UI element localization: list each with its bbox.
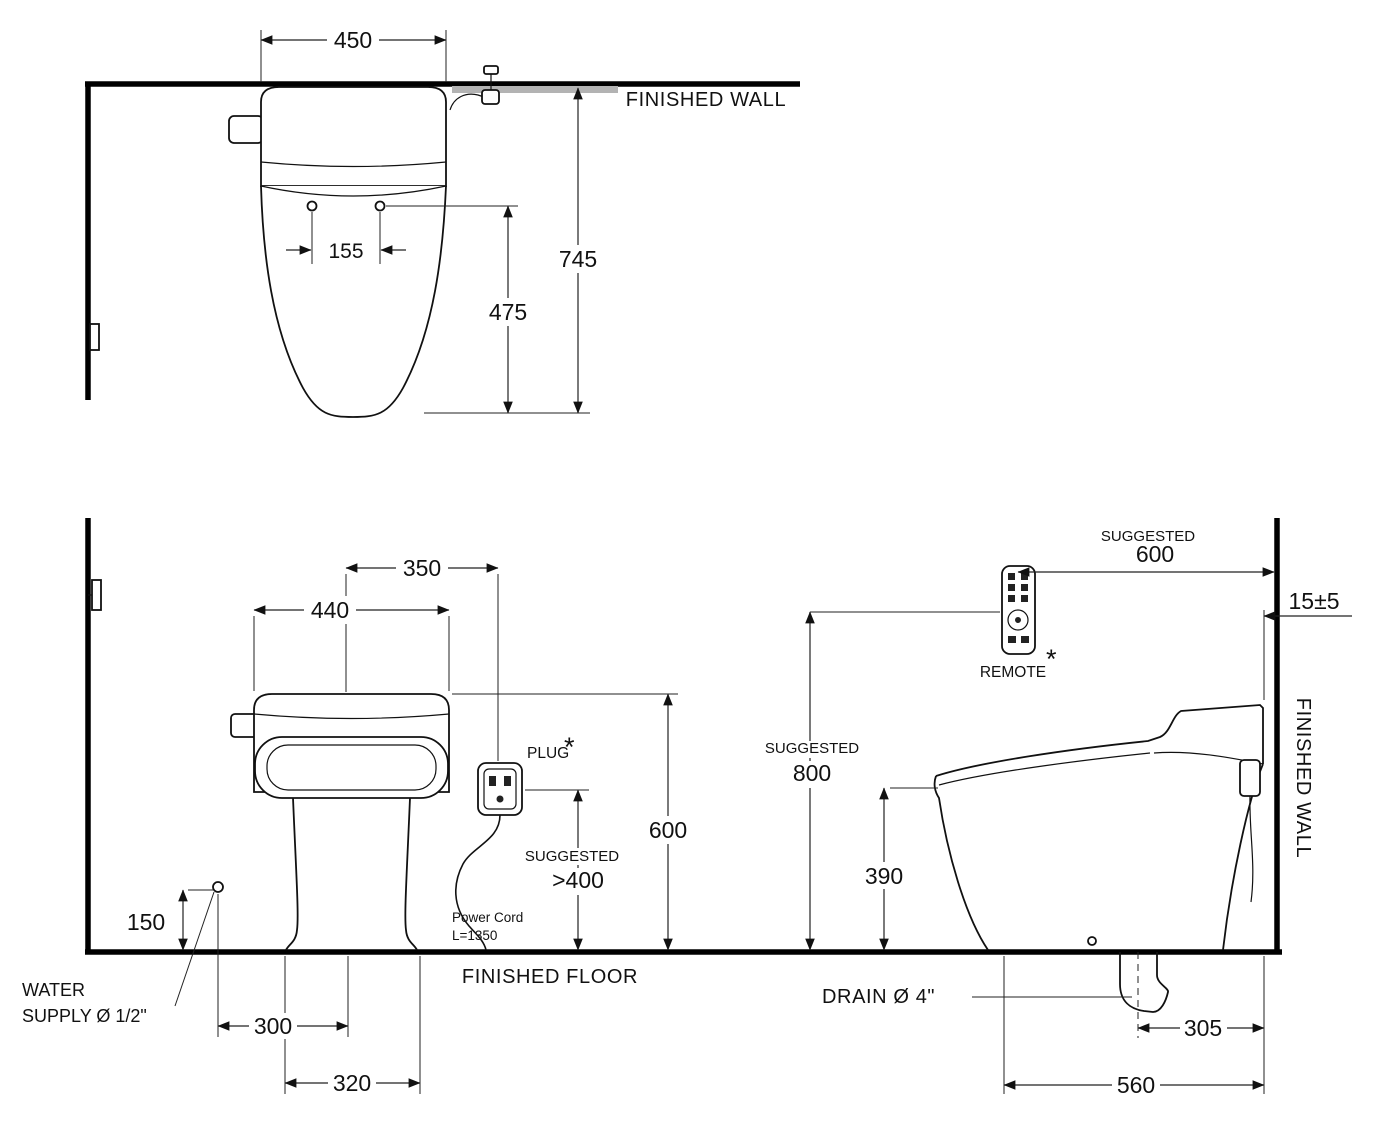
seat-lid-profile <box>935 704 1264 777</box>
toilet-front-view <box>230 693 450 951</box>
dim-320: 320 <box>333 1070 371 1096</box>
remote-asterisk: * <box>1046 644 1057 674</box>
wall-bracket-bottom <box>91 579 102 611</box>
plug-faceplate <box>483 768 517 810</box>
plug-slot-right <box>504 776 511 786</box>
bowl-front-profile <box>933 775 989 951</box>
water-hose <box>1249 795 1254 903</box>
toilet-side-view <box>933 704 1264 1038</box>
dim-gt400: >400 <box>552 867 604 893</box>
drain-label: DRAIN Ø 4" <box>822 986 935 1008</box>
water-supply-point <box>212 881 224 893</box>
dim-440: 440 <box>311 597 349 623</box>
inlet-valve <box>481 89 500 105</box>
dim-450: 450 <box>334 27 372 53</box>
tank <box>260 86 447 187</box>
dim-560: 560 <box>1117 1072 1155 1098</box>
dimension-lines <box>174 30 1352 1094</box>
seat-lid-inner <box>266 744 437 791</box>
bowl-outline <box>260 185 447 418</box>
water-connection <box>1239 759 1261 797</box>
suggested-plug-label: SUGGESTED <box>525 848 619 865</box>
tank-seam <box>253 713 450 720</box>
bolt-hole-left <box>306 200 318 212</box>
finished-wall-top-label: FINISHED WALL <box>626 89 786 111</box>
inlet-cap <box>483 65 499 75</box>
remote-dial <box>1007 609 1029 631</box>
plug-ground <box>496 795 504 803</box>
dim-300: 300 <box>254 1013 292 1039</box>
inlet-hose <box>449 93 485 111</box>
remote-button-br <box>1021 636 1029 643</box>
dim-600-front: 600 <box>649 817 687 843</box>
dim-745: 745 <box>559 246 597 272</box>
suggested-height-label: SUGGESTED <box>765 740 859 757</box>
dim-305: 305 <box>1184 1015 1222 1041</box>
finished-wall-side-label: FINISHED WALL <box>1292 698 1314 858</box>
seat-lid <box>254 736 449 799</box>
dim-150: 150 <box>127 909 165 935</box>
seat-arc <box>260 185 447 197</box>
dim-390: 390 <box>865 863 903 889</box>
tank-seam <box>260 161 447 168</box>
power-cord-label-1: Power Cord <box>452 910 523 925</box>
finished-floor-label: FINISHED FLOOR <box>462 966 638 988</box>
suggested-remote-label: SUGGESTED <box>1101 528 1195 545</box>
bolt-hole-right <box>374 200 386 212</box>
water-supply-label-1: WATER <box>22 980 85 1000</box>
base-bolt-cap <box>1087 936 1097 946</box>
dimension-text-backdrops <box>249 27 1227 1098</box>
dim-155: 155 <box>328 240 363 263</box>
walls-and-floor <box>85 81 1282 955</box>
plug-label: PLUG <box>527 745 569 762</box>
remote-control <box>1001 565 1036 655</box>
water-supply-label-2: SUPPLY Ø 1/2" <box>22 1006 147 1026</box>
dim-475: 475 <box>489 299 527 325</box>
plug-slot-left <box>489 776 496 786</box>
pedestal-right <box>404 797 418 951</box>
dim-800: 800 <box>793 760 831 786</box>
dim-15pm5: 15±5 <box>1289 588 1340 614</box>
remote-button-bl <box>1008 636 1016 643</box>
remote-dial-center <box>1015 617 1021 623</box>
pedestal-left <box>285 797 299 951</box>
dim-350: 350 <box>403 555 441 581</box>
power-cord-label-2: L=1350 <box>452 928 497 943</box>
plug-asterisk: * <box>564 732 575 762</box>
remote-label: REMOTE <box>980 664 1046 681</box>
drain-pipe <box>1119 952 1169 1013</box>
power-plug <box>454 762 523 951</box>
wall-shading <box>452 86 618 93</box>
toilet-front-top-view <box>228 65 500 418</box>
dim-600-side: 600 <box>1136 541 1174 567</box>
under-lid-line <box>938 752 1151 786</box>
wall-bracket-top <box>89 323 100 351</box>
power-cord <box>454 814 501 951</box>
flush-button <box>228 115 264 144</box>
